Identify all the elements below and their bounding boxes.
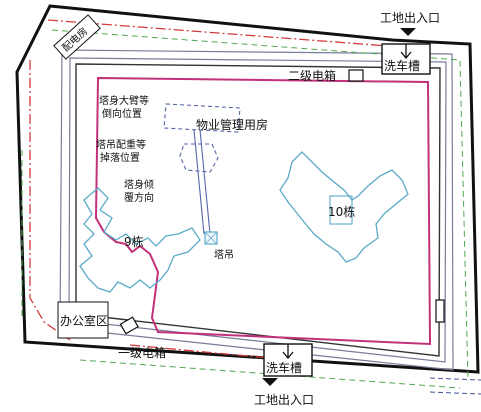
tower-tilt-direction-line — [193, 129, 205, 235]
distribution-box-2-symbol — [348, 69, 364, 82]
ring-road-outer — [59, 49, 454, 371]
label-tower-tilt-2: 覆方向 — [124, 191, 154, 204]
label-tower-arm-2: 倒向位置 — [102, 107, 142, 120]
power-room-box — [53, 14, 101, 60]
label-property-room: 物业管理用房 — [196, 117, 268, 132]
ring-road-inner — [68, 57, 447, 363]
label-site-office: 办公室区 — [60, 313, 108, 328]
label-tower-tilt-1: 塔身倾 — [124, 178, 154, 191]
label-tower-arm-1: 塔身大臂等 — [99, 94, 149, 107]
tower-crane-base-x2 — [204, 231, 218, 245]
counterweight-fall-zone — [179, 143, 219, 173]
gate-arrow-bottom — [282, 344, 294, 360]
label-building-9: 9栋 — [124, 234, 144, 249]
label-counterweight-2: 掉落位置 — [100, 151, 140, 164]
label-tower-crane: 塔吊 — [214, 248, 234, 261]
label-entrance-bottom: 工地出入口 — [254, 393, 314, 407]
external-road — [429, 377, 481, 395]
label-wash-top: 洗车槽 — [384, 58, 420, 73]
inner-perimeter — [75, 63, 441, 357]
label-counterweight-1: 塔吊配重等 — [96, 138, 146, 151]
gate-arrow-top — [400, 44, 412, 60]
gate-arrow-top-head — [400, 28, 416, 36]
label-wash-bottom: 洗车槽 — [266, 360, 302, 375]
distribution-box-1-symbol — [119, 316, 139, 335]
gate-post-right — [435, 299, 445, 323]
site-boundary — [15, 4, 480, 374]
gate-arrow-bottom-head — [262, 378, 278, 386]
label-building-10: 10栋 — [328, 204, 355, 219]
label-distribution-box-2: 二级电箱 — [288, 68, 336, 83]
tower-tilt-direction-line-2 — [199, 129, 211, 235]
label-distribution-box-1: 一级电箱 — [118, 345, 166, 360]
building-10-footprint — [279, 151, 409, 263]
label-entrance-top: 工地出入口 — [380, 11, 440, 25]
building-9-footprint — [79, 187, 201, 293]
site-office-box — [57, 301, 109, 339]
tower-arm-fall-zone — [163, 103, 241, 133]
building-10-core — [329, 195, 353, 225]
